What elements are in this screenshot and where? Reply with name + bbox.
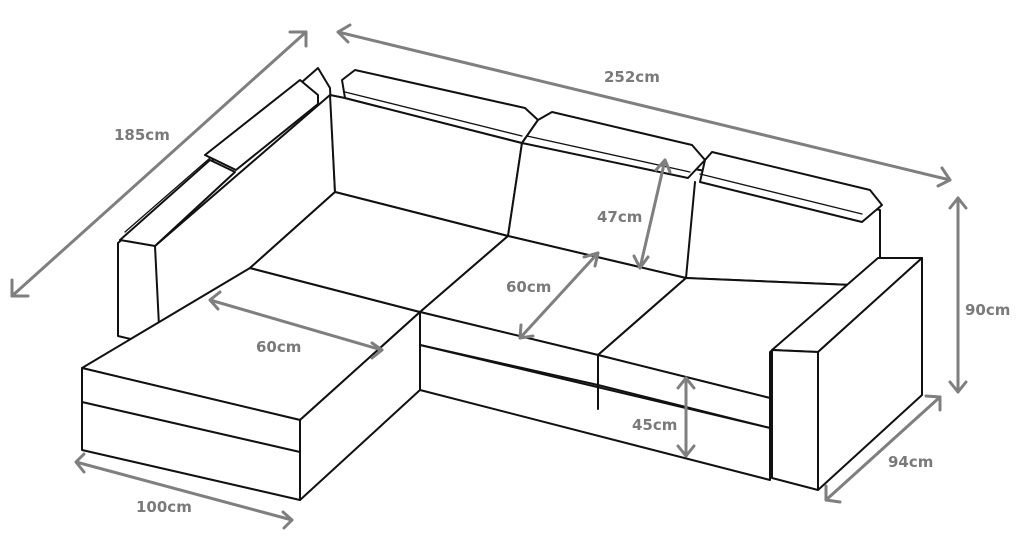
dimension-right-depth [824, 394, 942, 504]
label-left-depth: 185cm [114, 126, 170, 144]
seat-front-faces [419, 311, 771, 481]
dimension-seat-height [676, 376, 696, 458]
back-cushion-3 [699, 151, 883, 223]
label-seat-height: 45cm [632, 416, 677, 434]
left-backrest-cushion [119, 79, 319, 247]
label-total-width: 252cm [604, 68, 660, 86]
dimension-total-height [948, 196, 968, 394]
dimension-seat-depth-chaise [208, 290, 384, 360]
label-chaise-width: 100cm [136, 498, 192, 516]
dimension-left-depth [10, 30, 308, 298]
dimension-chaise-width [74, 452, 294, 530]
dimension-backrest-height [632, 158, 672, 270]
label-seat-depth-middle: 60cm [506, 278, 551, 296]
label-seat-depth-chaise: 60cm [256, 338, 301, 356]
right-armrest [771, 257, 923, 491]
label-total-height: 90cm [965, 301, 1010, 319]
label-backrest-height: 47cm [597, 208, 642, 226]
dimension-seat-depth-middle [518, 251, 600, 340]
label-right-depth: 94cm [888, 453, 933, 471]
dimension-total-width [336, 23, 952, 188]
